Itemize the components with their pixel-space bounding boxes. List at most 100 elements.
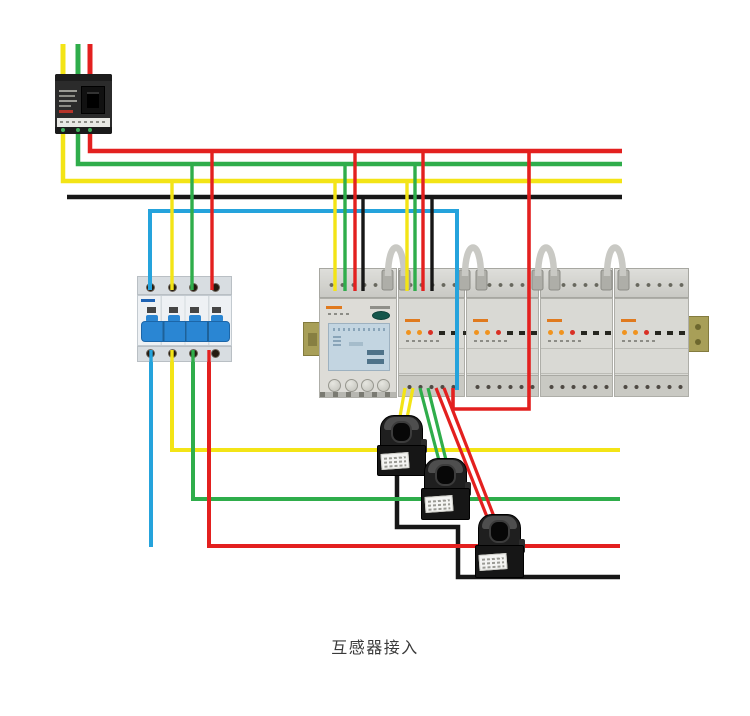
mcb-body	[137, 295, 232, 346]
module-groove	[615, 373, 688, 374]
module-groove	[467, 373, 538, 374]
meter-model-text	[370, 306, 390, 309]
module-brand-mark	[621, 319, 636, 322]
module-groove	[615, 348, 688, 349]
status-led	[485, 330, 490, 335]
mcb-handle-tab	[168, 315, 180, 322]
ct-label-line	[482, 565, 505, 569]
module-led-labels	[622, 340, 658, 342]
led-slot	[655, 330, 661, 335]
ct-label	[380, 452, 410, 470]
terminal-screw-row	[469, 382, 536, 392]
mccb-top-terminals	[55, 74, 112, 81]
mcb-handle-tab	[189, 315, 201, 322]
ct-window	[435, 464, 456, 486]
mccb-rating-text	[60, 121, 106, 123]
status-led	[406, 330, 411, 335]
ct-label-line	[384, 464, 407, 468]
terminal-screw-row	[470, 280, 535, 290]
terminal-screw-row	[618, 280, 685, 290]
terminal-screw-row	[543, 382, 610, 392]
module-brand-mark	[473, 319, 488, 322]
metering-module-5	[614, 298, 689, 397]
module-groove	[467, 348, 538, 349]
led-slot	[667, 330, 673, 335]
mccb-terminal-dot	[76, 128, 80, 132]
lcd-energy-meter	[319, 298, 397, 398]
module-groove	[541, 373, 612, 374]
meter-button-2[interactable]	[345, 379, 358, 392]
meter-bottom-edge	[320, 392, 396, 397]
module-bottom-terminals	[399, 375, 464, 396]
meter-ir-window	[372, 311, 390, 320]
ct3-lead-red	[434, 387, 495, 533]
mccb-terminal-dot	[61, 128, 65, 132]
module-led-labels	[406, 340, 442, 342]
mcb-rating-window	[212, 307, 221, 313]
mccb-red-mark	[59, 110, 73, 113]
mccb-toggle-handle	[87, 92, 99, 108]
module-brand-mark	[547, 319, 562, 322]
split-core-ct-2	[421, 458, 471, 520]
meter-button-4[interactable]	[377, 379, 390, 392]
ct3-lead-red	[442, 387, 502, 533]
mcb-rating-window	[147, 307, 156, 313]
meter-button-1[interactable]	[328, 379, 341, 392]
led-slot	[451, 330, 457, 335]
mcb-handle-tab	[146, 315, 158, 322]
meter-icon-row	[328, 313, 352, 315]
status-led	[570, 330, 575, 335]
lcd-digits	[367, 359, 384, 364]
terminal-screw-row	[617, 382, 686, 392]
mccb-bottom-terminals	[55, 127, 112, 134]
led-slot	[593, 330, 599, 335]
ct-label-line	[428, 503, 451, 507]
status-led	[559, 330, 564, 335]
module-groove	[399, 348, 464, 349]
mcb-brand-mark	[141, 299, 155, 302]
module-led-row	[474, 330, 537, 335]
terminal-screw-row	[544, 280, 609, 290]
mcb-top-terminal-strip	[137, 276, 232, 295]
mcb-rating-window	[169, 307, 178, 313]
split-core-ct-3	[475, 514, 525, 578]
lcd-segment	[349, 342, 363, 346]
mcb-handle-tab	[211, 315, 223, 322]
module-bottom-terminals	[541, 375, 612, 396]
meter-button-3[interactable]	[361, 379, 374, 392]
mccb-label-line	[59, 95, 75, 97]
status-led	[548, 330, 553, 335]
yellow-wire-to-ct1	[170, 352, 620, 452]
mcb-rating-window	[190, 307, 199, 313]
module-bottom-terminals	[467, 375, 538, 396]
module-led-row	[548, 330, 611, 335]
red-supply-loop	[451, 151, 531, 411]
split-core-ct-1	[377, 415, 427, 476]
terminal-screw-row	[401, 382, 462, 392]
lcd-digits	[367, 350, 384, 355]
mccb-breaker	[55, 74, 112, 134]
diagram-caption: 互感器接入	[331, 640, 419, 657]
led-slot	[519, 330, 525, 335]
ct-label	[424, 495, 454, 513]
module-bottom-terminals	[615, 375, 688, 396]
mccb-label-line	[59, 105, 71, 107]
module-led-labels	[474, 340, 510, 342]
metering-module-4	[540, 298, 613, 397]
meter-lcd-screen	[328, 323, 390, 371]
module-groove	[399, 373, 464, 374]
blue-wire-run	[148, 209, 459, 390]
ct-window	[391, 421, 412, 443]
lcd-tick-row	[333, 328, 385, 331]
led-slot	[531, 330, 537, 335]
module-led-row	[622, 330, 685, 335]
mccb-label-line	[59, 90, 77, 92]
status-led	[428, 330, 433, 335]
led-slot	[581, 330, 587, 335]
ct-label-line	[384, 460, 407, 464]
ct-window	[489, 520, 510, 543]
din-rail-hole	[695, 339, 701, 345]
led-slot	[439, 330, 445, 335]
